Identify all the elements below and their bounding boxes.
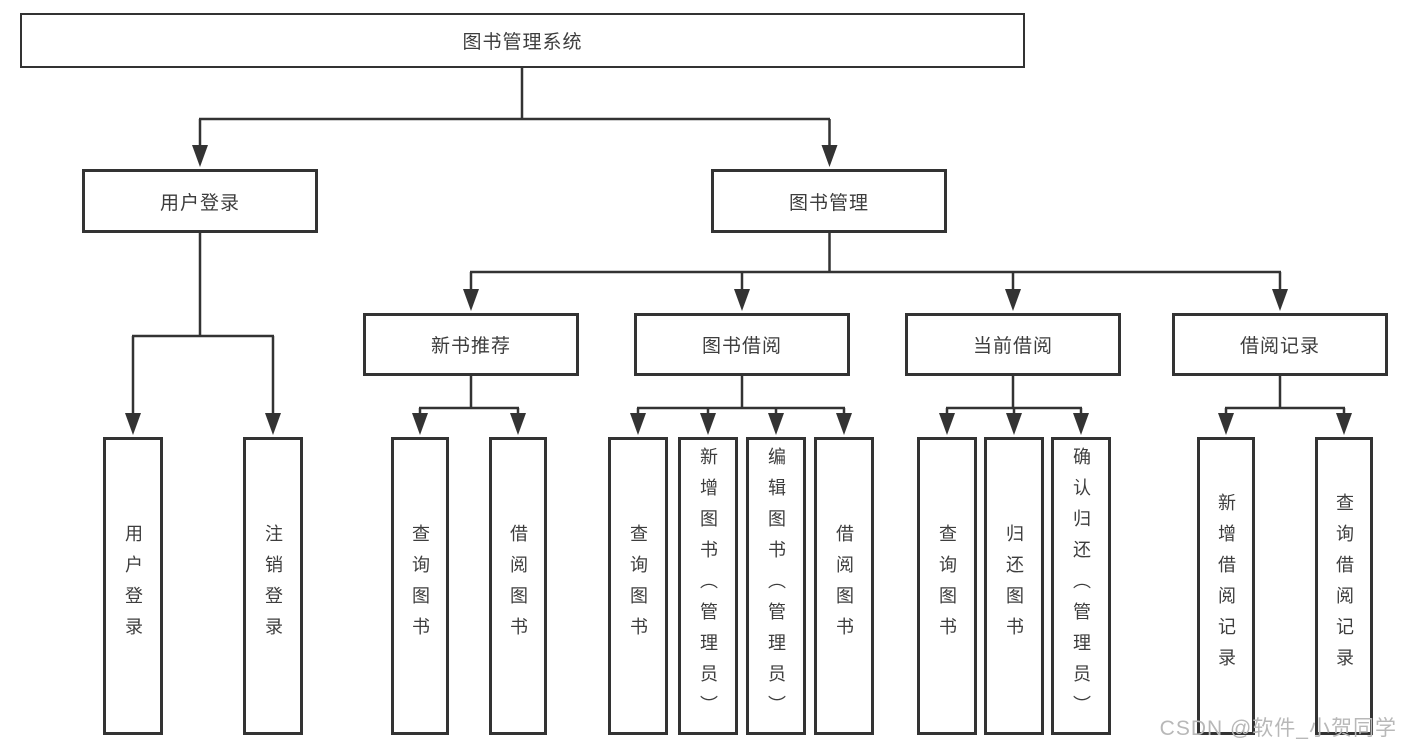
node-add-borrow-record: 新增借阅记录 (1197, 437, 1255, 735)
node-library-management-system: 图书管理系统 (20, 13, 1025, 68)
node-confirm-return-admin: 确认归还（管理员） (1051, 437, 1111, 735)
node-label: 归还图书 (1004, 524, 1024, 648)
node-label: 用户登录 (159, 192, 240, 214)
node-label: 图书管理 (788, 192, 869, 214)
node-label: 编辑图书（管理员） (766, 446, 786, 726)
node-label: 注销登录 (263, 524, 283, 648)
node-logout: 注销登录 (243, 437, 303, 735)
node-label: 新增借阅记录 (1216, 493, 1236, 679)
node-label: 查询借阅记录 (1334, 493, 1354, 679)
node-label: 新书推荐 (430, 336, 511, 357)
watermark-text: CSDN @软件_小贺同学 (1159, 717, 1397, 740)
node-edit-books-admin: 编辑图书（管理员） (746, 437, 806, 735)
node-query-books: 查询图书 (917, 437, 977, 735)
node-borrow-books: 借阅图书 (489, 437, 547, 735)
node-new-book-recommendation: 新书推荐 (363, 313, 579, 376)
node-label: 借阅图书 (508, 524, 528, 648)
node-query-borrow-record: 查询借阅记录 (1315, 437, 1373, 735)
node-label: 确认归还（管理员） (1071, 446, 1091, 726)
node-label: 查询图书 (628, 524, 648, 648)
node-label: 借阅记录 (1239, 336, 1320, 357)
node-label: 图书管理系统 (462, 32, 583, 53)
node-label: 借阅图书 (834, 524, 854, 648)
node-query-books: 查询图书 (608, 437, 668, 735)
node-borrow-books: 借阅图书 (814, 437, 874, 735)
node-label: 当前借阅 (972, 336, 1053, 357)
node-book-management: 图书管理 (711, 169, 947, 233)
node-user-login: 用户登录 (82, 169, 318, 233)
node-current-borrowing: 当前借阅 (905, 313, 1121, 376)
node-user-login-leaf: 用户登录 (103, 437, 163, 735)
node-label: 查询图书 (937, 524, 957, 648)
node-label: 图书借阅 (701, 336, 782, 357)
node-query-books: 查询图书 (391, 437, 449, 735)
node-book-borrowing: 图书借阅 (634, 313, 850, 376)
node-return-books: 归还图书 (984, 437, 1044, 735)
node-label: 查询图书 (410, 524, 430, 648)
node-borrowing-records: 借阅记录 (1172, 313, 1388, 376)
node-add-books-admin: 新增图书（管理员） (678, 437, 738, 735)
node-label: 新增图书（管理员） (698, 446, 718, 726)
node-label: 用户登录 (123, 524, 143, 648)
